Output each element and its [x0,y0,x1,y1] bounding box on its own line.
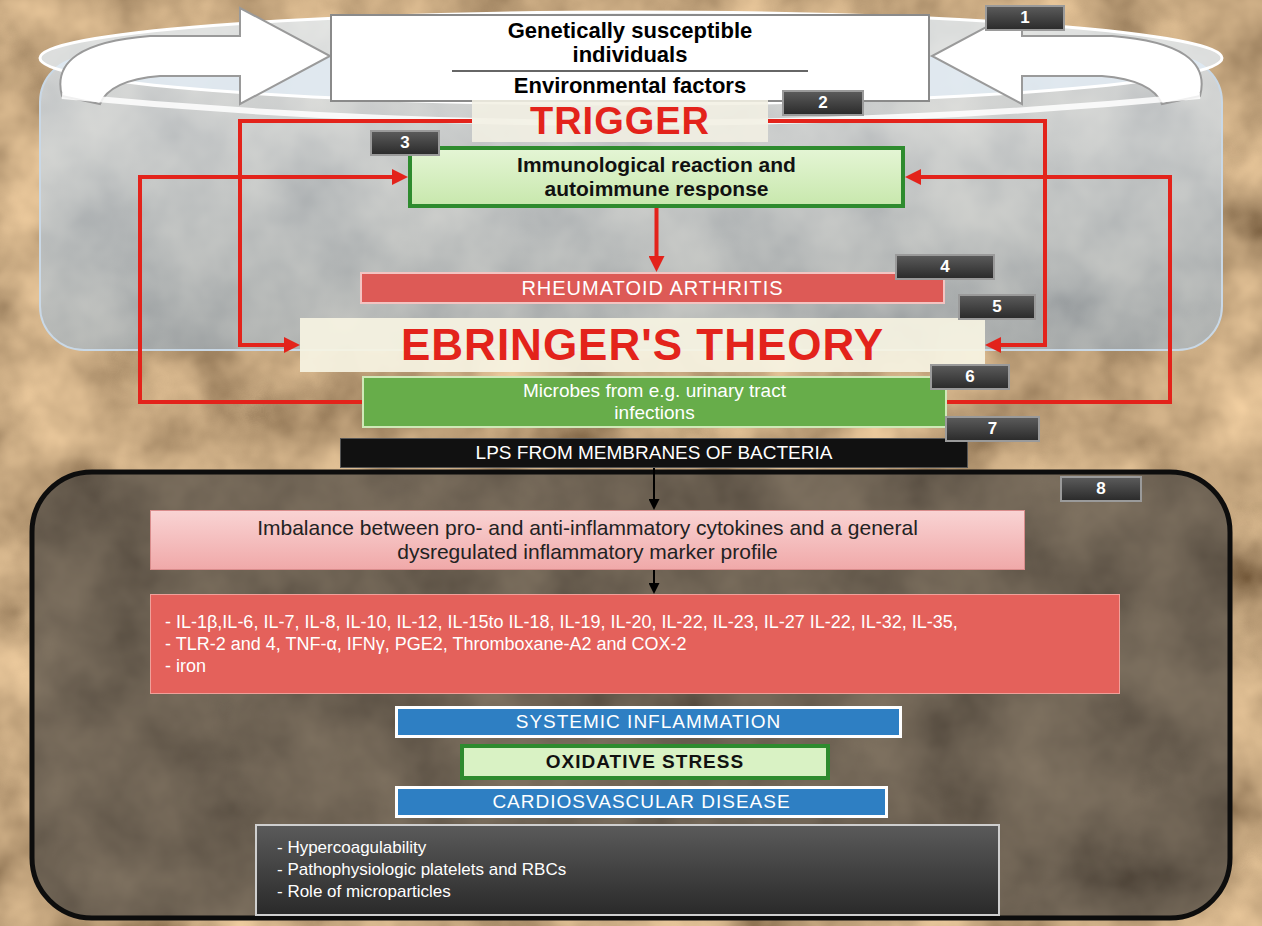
trigger-banner: TRIGGER [472,100,768,142]
callout-number: 1 [985,5,1065,31]
outcome-panel [32,472,1230,918]
node-text: TRIGGER [472,101,768,141]
marker-list: - IL-1β,IL-6, IL-7, IL-8, IL-10, IL-12, … [150,594,1120,694]
node-text: - Pathophysiologic platelets and RBCs [277,859,978,881]
node-text: CARDIOSVASCULAR DISEASE [398,791,885,813]
node-text: - IL-1β,IL-6, IL-7, IL-8, IL-10, IL-12, … [165,611,1105,633]
callout-number: 8 [1060,476,1142,502]
node-text: EBRINGER'S THEORY [300,321,985,369]
node-text: Microbes from e.g. urinary tract infecti… [514,380,795,424]
cause-box: Genetically susceptible individualsEnvir… [330,14,930,102]
node-text: RHEUMATOID ARTHRITIS [362,276,943,300]
node-text: Immunological reaction and autoimmune re… [482,153,831,201]
outcome-box: CARDIOSVASCULAR DISEASE [395,786,888,818]
outcome-list: - Hypercoagulability- Pathophysiologic p… [255,824,1000,916]
node-text: - Hypercoagulability [277,837,978,859]
cycle-arrow [932,8,1202,104]
process-box: Immunological reaction and autoimmune re… [408,146,905,208]
connector-arrow [653,570,655,583]
node-text: LPS FROM MEMBRANES OF BACTERIA [341,442,967,464]
connector-arrow [921,177,1170,402]
callout-number: 5 [958,294,1036,320]
callout-number: 2 [782,90,864,116]
node-text: Genetically susceptible individuals [452,19,808,67]
node-text: - TLR-2 and 4, TNF-α, IFNγ, PGE2, Thromb… [165,633,1105,655]
process-box: LPS FROM MEMBRANES OF BACTERIA [340,438,968,468]
process-box: Imbalance between pro- and anti-inflamma… [150,510,1025,570]
callout-number: 7 [945,416,1040,442]
callout-number: 3 [370,130,440,156]
process-box: Microbes from e.g. urinary tract infecti… [362,376,947,428]
callout-number: 4 [895,254,995,280]
node-text: - iron [165,655,1105,677]
callout-number: 6 [930,364,1010,390]
node-text: - Role of microparticles [277,881,978,903]
connector-arrow [240,121,472,345]
connector-arrow [653,468,655,499]
node-text: OXIDATIVE STRESS [464,751,826,773]
outcome-box: OXIDATIVE STRESS [460,744,830,780]
connector-arrow [655,208,659,256]
outcome-box: SYSTEMIC INFLAMMATION [395,706,902,738]
disease-box: RHEUMATOID ARTHRITIS [360,272,945,304]
node-text: Environmental factors [452,70,808,98]
theory-banner: EBRINGER'S THEORY [300,318,985,372]
cylinder-body [40,58,1222,350]
node-text: SYSTEMIC INFLAMMATION [398,711,899,733]
cycle-arrow [60,8,330,104]
node-text: Imbalance between pro- and anti-inflamma… [211,516,964,564]
